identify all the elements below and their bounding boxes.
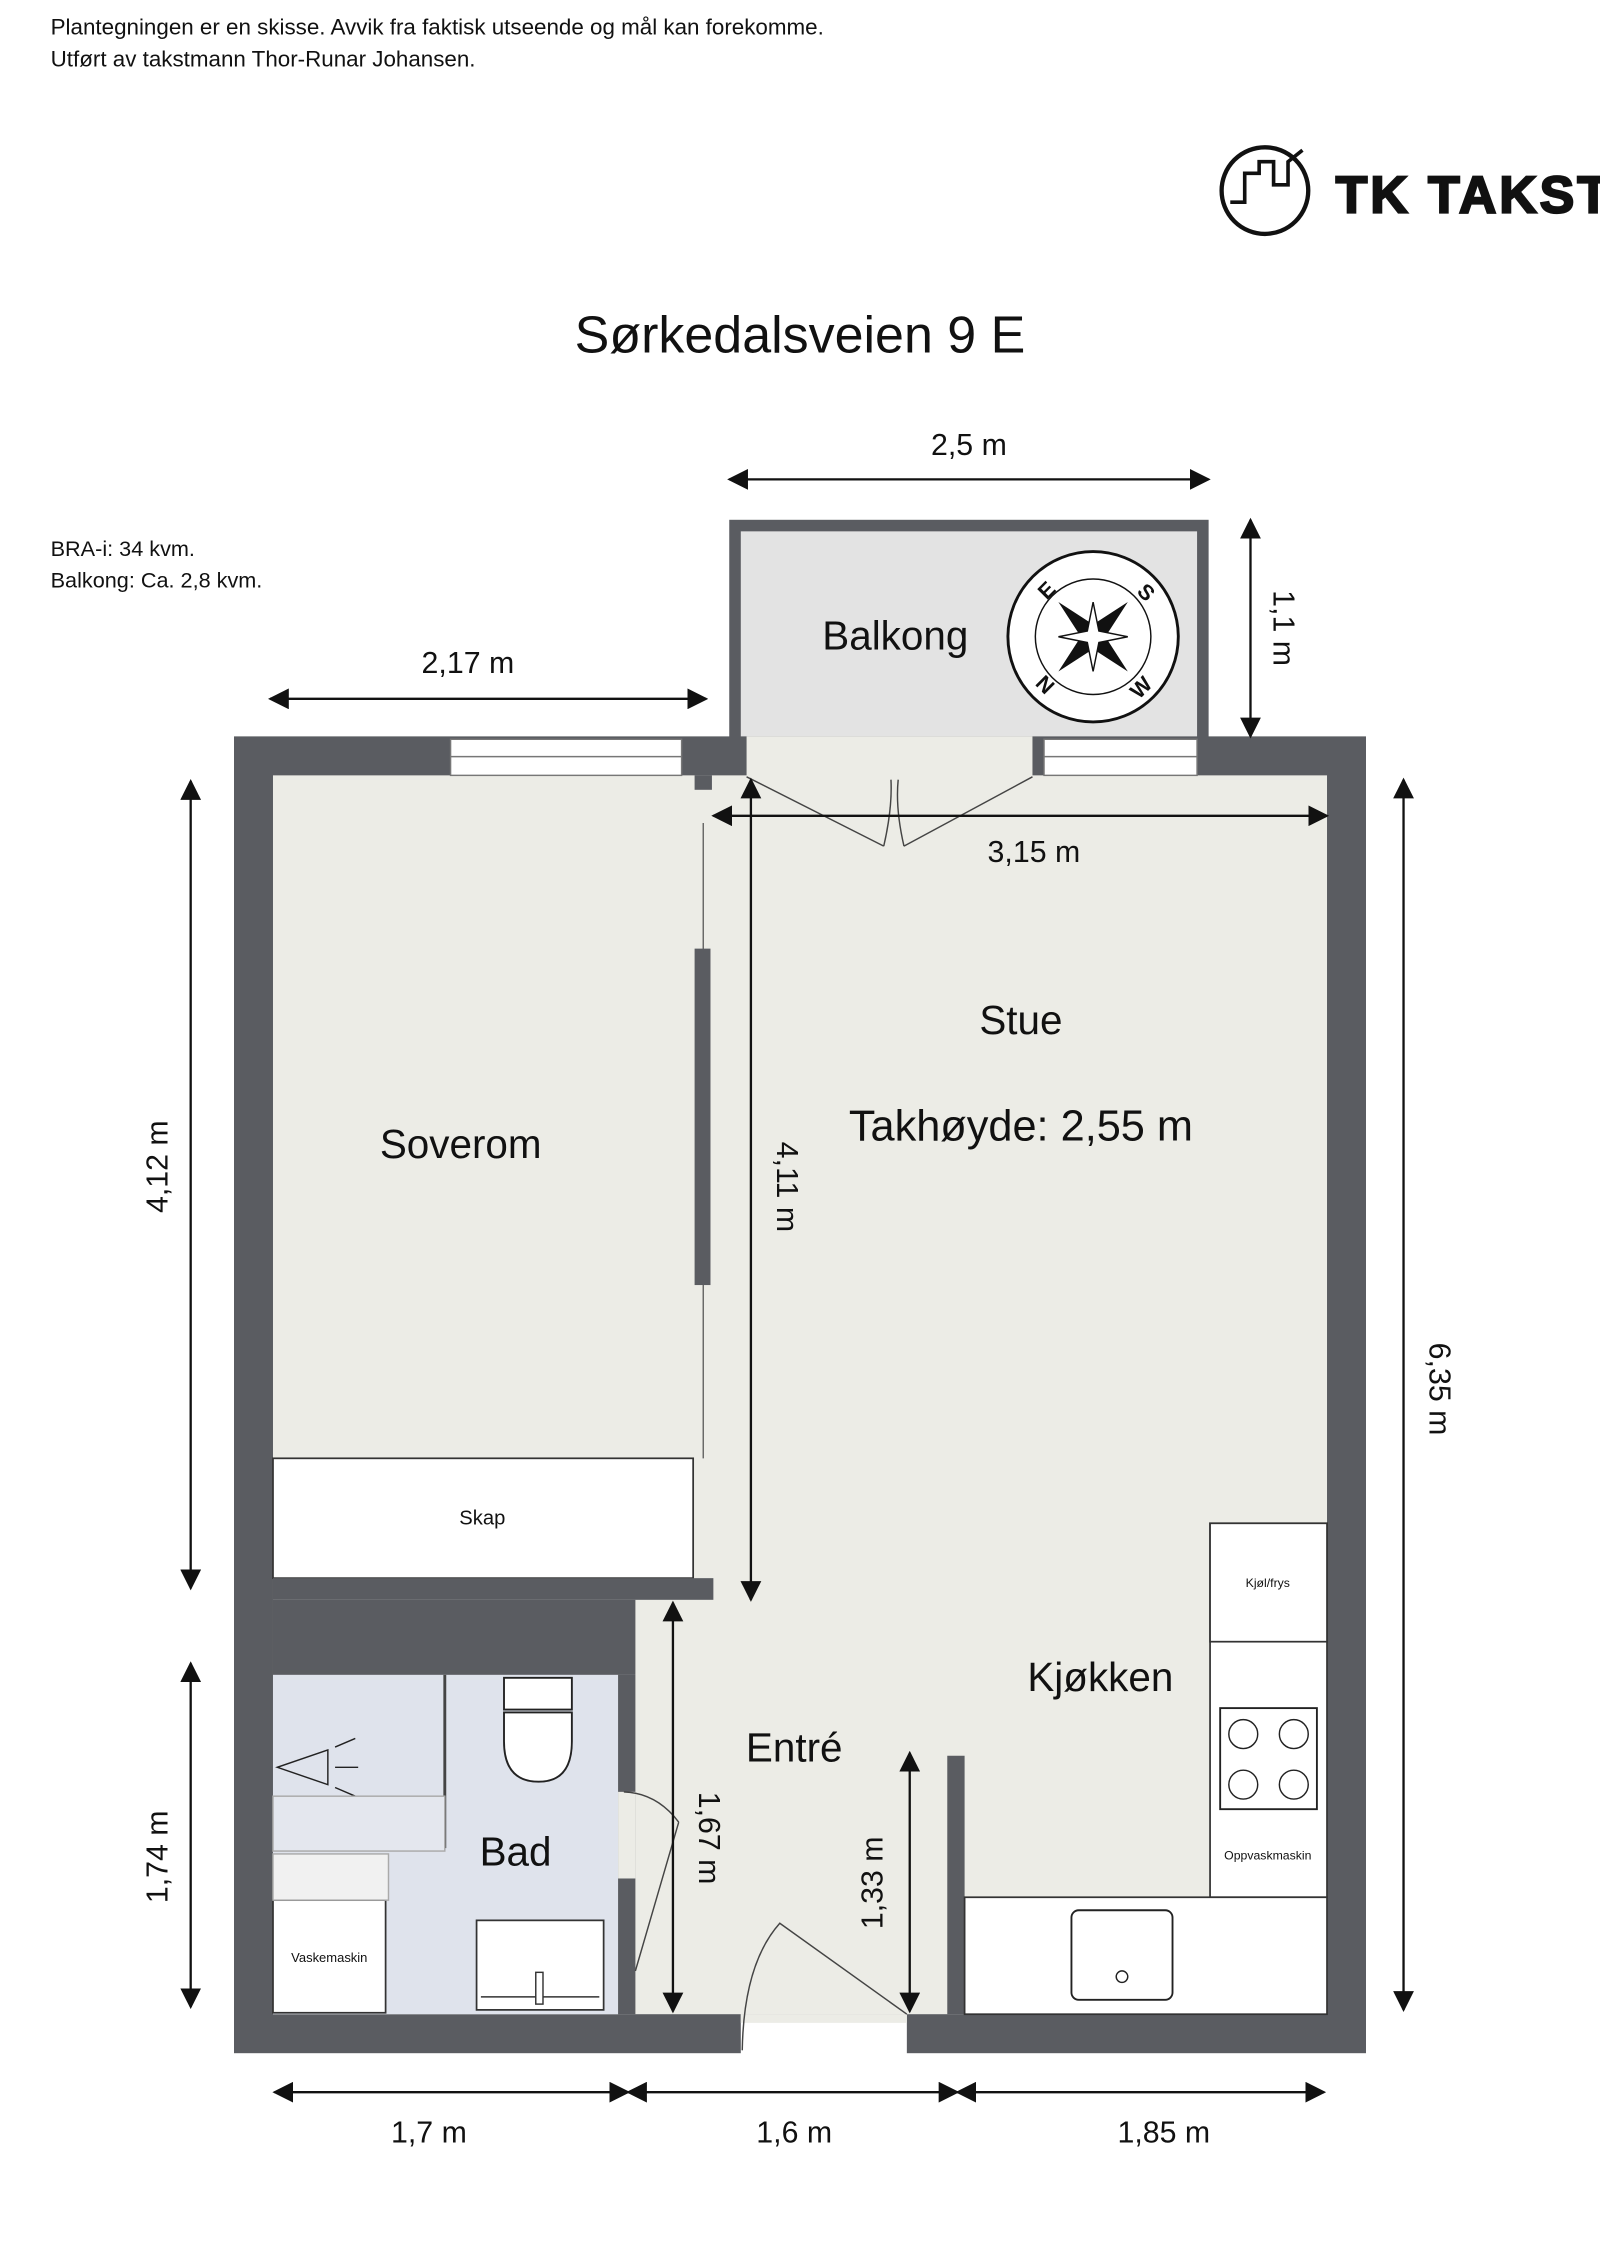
washing-machine <box>272 1899 387 2014</box>
bra-text: BRA-i: 34 kvm. <box>51 536 195 561</box>
kitchen-wall <box>947 1755 965 2015</box>
dim-bottom-2: 1,6 m <box>756 2117 832 2150</box>
soverom-label: Soverom <box>380 1121 542 1167</box>
kjokken-label: Kjøkken <box>1027 1654 1173 1700</box>
dim-balkong-depth: 1,1 m <box>1267 590 1300 666</box>
fridge <box>1209 1522 1328 1643</box>
dim-balkong-width: 2,5 m <box>931 429 1007 462</box>
dim-stue-height: 4,11 m <box>770 1142 803 1232</box>
disclaimer-text: Plantegningen er en skisse. Avvik fra fa… <box>51 15 824 40</box>
author-text: Utført av takstmann Thor-Runar Johansen. <box>51 46 476 71</box>
dimension-lines: 2,5 m 1,1 m 2,17 m 3,15 m 4,12 m 4,11 m … <box>142 429 1456 2150</box>
sliding-door <box>694 948 711 1286</box>
dim-stue-width: 3,15 m <box>988 836 1081 869</box>
toilet-icon <box>503 1676 573 1783</box>
dim-soverom-width: 2,17 m <box>422 647 515 680</box>
dim-entre-height: 1,67 m <box>692 1792 725 1885</box>
cooktop-icon <box>1219 1707 1318 1811</box>
tk-takst-logo: TK TAKST <box>1219 145 1600 237</box>
logo-text: TK TAKST <box>1336 166 1600 224</box>
balcony-door-opening <box>746 736 1033 777</box>
balkong-label: Balkong <box>822 613 968 659</box>
partition-wall <box>694 775 712 790</box>
dim-total-height: 6,35 m <box>1423 1343 1456 1436</box>
stue-label: Stue <box>979 997 1062 1043</box>
balkong-area-text: Balkong: Ca. 2,8 kvm. <box>51 568 263 593</box>
dim-bad-height: 1,74 m <box>142 1810 175 1903</box>
compass-icon: E S W N <box>1006 550 1180 724</box>
kjol-label: Kjøl/frys <box>1246 1576 1290 1590</box>
entre-label: Entré <box>746 1725 843 1771</box>
kitchen-sink <box>1070 1909 1174 2001</box>
dim-bottom-1: 1,7 m <box>391 2117 467 2150</box>
page-title: Sørkedalsveien 9 E <box>575 306 1026 364</box>
takhoyde-label: Takhøyde: 2,55 m <box>849 1103 1193 1151</box>
dim-kjokken-wall: 1,33 m <box>856 1836 889 1929</box>
shower-icon <box>275 1737 359 1797</box>
vaskemaskin-label: Vaskemaskin <box>291 1950 367 1965</box>
dim-soverom-height: 4,12 m <box>142 1120 175 1213</box>
oppvask-label: Oppvaskmaskin <box>1224 1849 1311 1863</box>
bad-label: Bad <box>480 1828 552 1874</box>
entrance-door-swing <box>741 1922 908 2051</box>
skap-label: Skap <box>459 1508 505 1530</box>
dim-bottom-3: 1,85 m <box>1118 2117 1211 2150</box>
